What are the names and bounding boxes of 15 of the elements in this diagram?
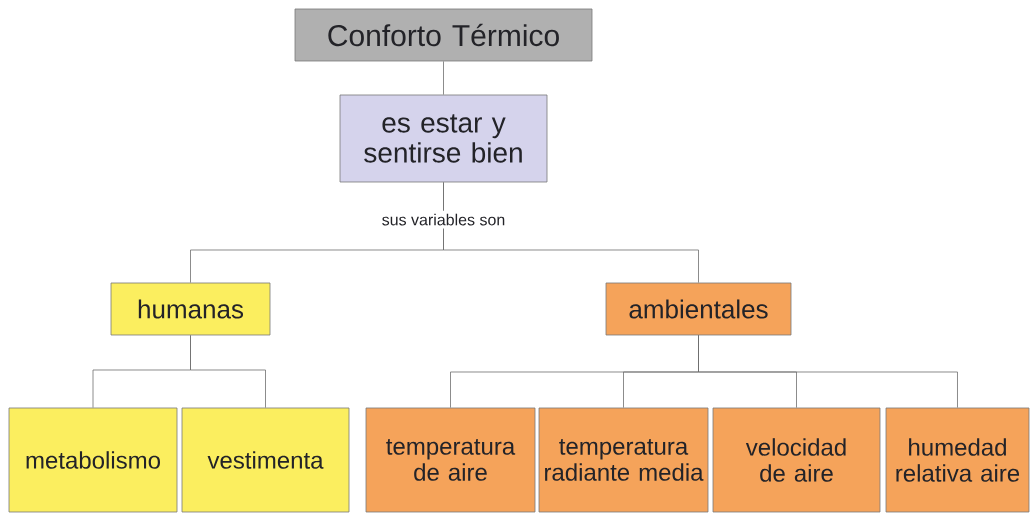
connector-line (698, 335, 958, 408)
connector-line (443, 61, 444, 95)
connector-line (443, 182, 699, 283)
variable-box: temperatura de aire (365, 407, 536, 513)
variable-box: temperatura radiante media (538, 407, 709, 513)
connector-line (190, 335, 266, 408)
category-box: humanas (110, 282, 271, 336)
category-box: ambientales (605, 282, 792, 336)
variable-box: vestimenta (181, 407, 350, 513)
header-box: Conforto Térmico (294, 8, 593, 62)
variable-box: velocidad de aire (712, 407, 881, 513)
definition-box: es estar y sentirse bien (339, 94, 548, 183)
edge-label: sus variables son (378, 210, 509, 229)
variable-box: humedad relativa aire (885, 407, 1030, 513)
variable-box: metabolismo (8, 407, 178, 513)
